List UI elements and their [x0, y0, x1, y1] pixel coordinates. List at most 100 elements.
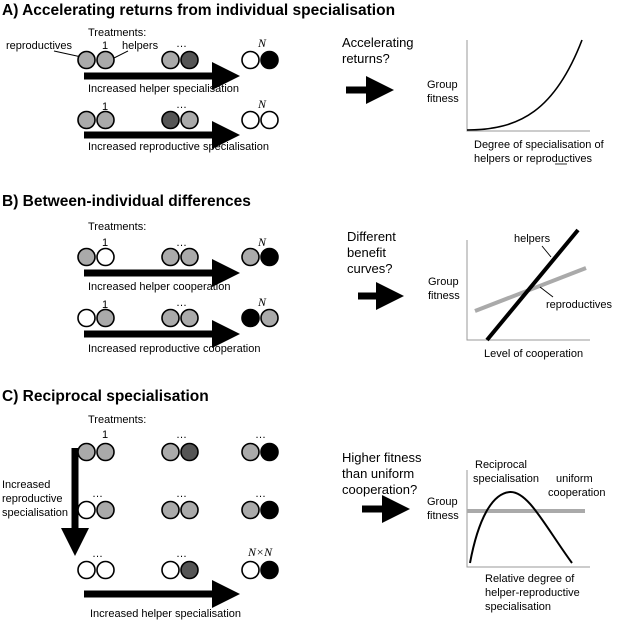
individual-circle-white	[77, 560, 96, 580]
panel-a-row-2-index-last: N	[257, 97, 267, 111]
panel-c-row-3-index-last: N×N	[247, 545, 273, 559]
individual-circle-light	[96, 442, 115, 462]
panel-a-arrow-2-label: Increased reproductive specialisation	[88, 141, 269, 153]
individual-circle-light	[77, 110, 96, 130]
panel-b-question-line-1: Different	[347, 229, 396, 244]
panel-b-helpers-pointer	[541, 245, 552, 258]
individual-circle-light	[241, 442, 260, 462]
panel-c-question-line-3: cooperation?	[342, 482, 417, 497]
panel-b-index-mid: …	[176, 237, 187, 249]
panel-b-row-1	[77, 247, 279, 267]
panel-c: C) Reciprocal specialisation Treatments:…	[2, 388, 606, 620]
panel-c-vertical-label-line-1: Increased	[2, 479, 50, 491]
individual-circle-light	[96, 308, 115, 328]
individual-circle-white	[96, 560, 115, 580]
individual-circle-black	[260, 50, 279, 70]
panel-b-helpers-line	[485, 228, 580, 342]
panel-b-row-2-index-last: N	[257, 295, 267, 309]
panel-a-graph-ylabel-line-2: fitness	[427, 93, 459, 105]
panel-b-helpers-label: helpers	[514, 233, 551, 245]
panel-a-question-line-2: returns?	[342, 51, 390, 66]
panel-c-vertical-label-line-2: reproductive	[2, 493, 63, 505]
panel-a-index-last: N	[257, 36, 267, 50]
panel-c-curve-label-line-2: specialisation	[473, 473, 539, 485]
individual-circle-light	[241, 500, 260, 520]
panel-c-row-3-index-first: …	[92, 548, 103, 560]
individual-circle-black	[260, 500, 279, 520]
individual-circle-black	[260, 247, 279, 267]
panel-c-uniform-label-line-1: uniform	[556, 473, 593, 485]
individual-circle-light	[161, 247, 180, 267]
panel-a-question-line-1: Accelerating	[342, 35, 414, 50]
panel-b-row-2	[77, 308, 279, 328]
individual-circle-black	[241, 308, 260, 328]
panel-a: A) Accelerating returns from individual …	[2, 2, 605, 165]
panel-a-row-2-index-first: 1	[102, 101, 108, 113]
panel-b-question-line-3: curves?	[347, 261, 393, 276]
panel-b-reproductives-pointer	[539, 286, 554, 298]
panel-c-row-1-index-end: …	[255, 429, 266, 441]
individual-circle-white	[77, 500, 96, 520]
panel-c-graph-ylabel-line-1: Group	[427, 496, 458, 508]
panel-b-index-last: N	[257, 235, 267, 249]
panel-a-helpers-pointer	[113, 50, 129, 59]
individual-circle-light	[241, 247, 260, 267]
panel-b-treatments-label: Treatments:	[88, 221, 146, 233]
panel-b-question-line-2: benefit	[347, 245, 386, 260]
individual-circle-dark	[180, 50, 199, 70]
panel-c-index-first: 1	[102, 429, 108, 441]
panel-b-reproductives-label: reproductives	[546, 299, 613, 311]
panel-c-graph-xlabel-line-2: helper-reproductive	[485, 587, 580, 599]
panel-c-row-2	[77, 500, 279, 520]
panel-c-row-3	[77, 560, 279, 580]
panel-c-treatments-label: Treatments:	[88, 414, 146, 426]
individual-circle-light	[77, 247, 96, 267]
panel-c-graph-ylabel-line-2: fitness	[427, 510, 459, 522]
individual-circle-dark	[180, 442, 199, 462]
panel-c-row-1	[77, 442, 279, 462]
panel-c-heading: C) Reciprocal specialisation	[2, 388, 209, 405]
individual-circle-light	[260, 308, 279, 328]
individual-circle-black	[260, 560, 279, 580]
panel-a-graph-xlabel-line-2: helpers or reproductives	[474, 153, 593, 165]
panel-b: B) Between-individual differences Treatm…	[2, 193, 613, 360]
panel-c-vertical-label-line-3: specialisation	[2, 507, 68, 519]
panel-c-row-2-index-end: …	[255, 488, 266, 500]
individual-circle-white	[241, 50, 260, 70]
panel-b-heading: B) Between-individual differences	[2, 193, 251, 210]
individual-circle-light	[96, 500, 115, 520]
individual-circle-white	[241, 560, 260, 580]
panel-c-row-2-index-first: …	[92, 488, 103, 500]
panel-c-horizontal-label: Increased helper specialisation	[90, 608, 241, 620]
individual-circle-white	[161, 560, 180, 580]
individual-circle-white	[260, 110, 279, 130]
individual-circle-dark	[161, 110, 180, 130]
panel-a-accelerating-curve	[466, 39, 583, 131]
individual-circle-light	[180, 308, 199, 328]
panel-a-index-first: 1	[102, 40, 108, 52]
individual-circle-light	[161, 442, 180, 462]
panel-c-row-3-index-mid: …	[176, 548, 187, 560]
panel-b-graph-ylabel-line-2: fitness	[428, 290, 460, 302]
panel-b-row-2-index-mid: …	[176, 297, 187, 309]
panel-c-row-1-index-mid: …	[176, 429, 187, 441]
individual-circle-white	[77, 308, 96, 328]
panel-a-heading: A) Accelerating returns from individual …	[2, 2, 395, 19]
panel-a-arrow-1-label: Increased helper specialisation	[88, 83, 239, 95]
panel-b-graph-ylabel-line-1: Group	[428, 276, 459, 288]
individual-circle-white	[241, 110, 260, 130]
individual-circle-light	[96, 50, 115, 70]
panel-b-graph-axes	[466, 240, 590, 341]
panel-a-row-1	[77, 50, 279, 70]
panel-c-uniform-label-line-2: cooperation	[548, 487, 606, 499]
individual-circle-light	[180, 247, 199, 267]
individual-circle-light	[161, 308, 180, 328]
panel-c-graph-axes	[466, 470, 590, 568]
panel-b-index-first: 1	[102, 237, 108, 249]
individual-circle-light	[77, 50, 96, 70]
panel-a-helpers-label: helpers	[122, 40, 159, 52]
individual-circle-dark	[180, 560, 199, 580]
panel-b-graph-xlabel: Level of cooperation	[484, 348, 583, 360]
individual-circle-light	[96, 110, 115, 130]
